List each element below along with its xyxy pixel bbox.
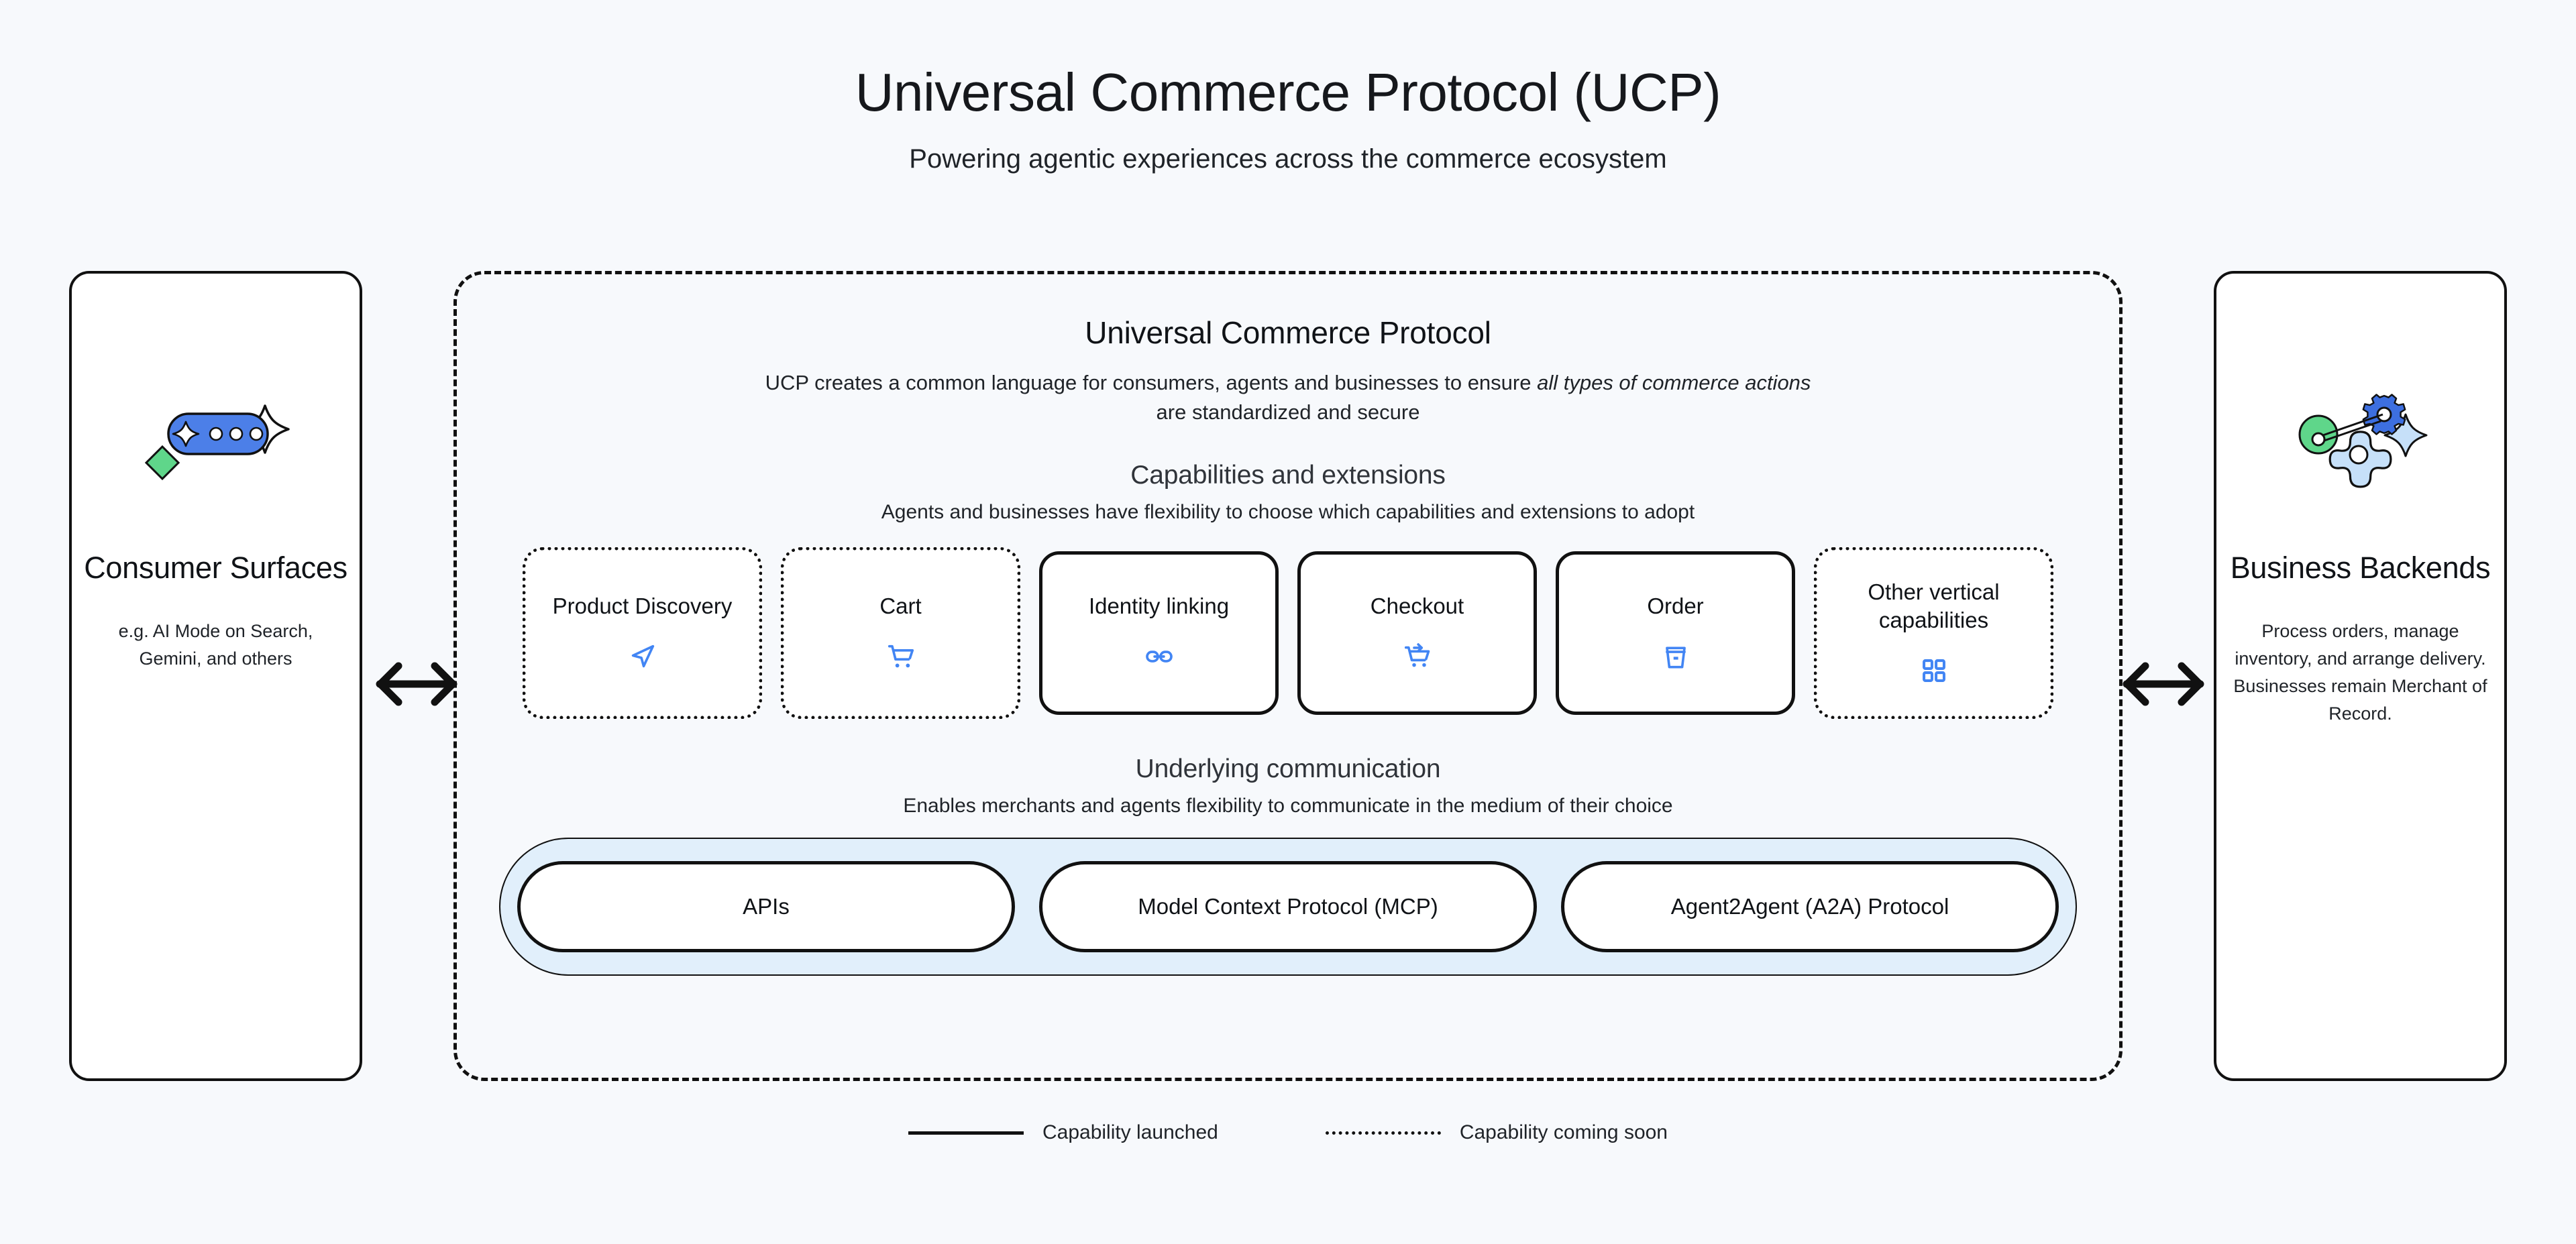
- communication-title: Underlying communication: [1135, 754, 1441, 784]
- capability-label: Checkout: [1370, 593, 1464, 618]
- navigation-send-icon: [627, 639, 658, 674]
- capability-label: Cart: [879, 593, 922, 618]
- receipt-order-icon: [1660, 639, 1691, 674]
- right-bidirectional-arrow-icon: [2120, 654, 2207, 714]
- capability-card-other-vertical[interactable]: Other vertical capabilities: [1814, 547, 2053, 720]
- ucp-title: Universal Commerce Protocol: [1085, 315, 1491, 350]
- communication-section-header: Underlying communication Enables merchan…: [457, 754, 2119, 817]
- business-backends-title: Business Backends: [2230, 551, 2491, 585]
- capabilities-section-header: Capabilities and extensions Agents and b…: [457, 461, 2119, 524]
- capability-cards-row: Product Discovery Cart: [457, 543, 2119, 724]
- ai-chat-sparkle-icon: [129, 373, 303, 507]
- shopping-cart-icon: [885, 639, 916, 674]
- capability-card-identity-linking[interactable]: Identity linking: [1039, 551, 1279, 716]
- capability-label: Order: [1647, 593, 1704, 618]
- capability-label: Product Discovery: [552, 593, 733, 618]
- ucp-header: Universal Commerce Protocol UCP creates …: [457, 274, 2119, 427]
- protocol-pill-a2a[interactable]: Agent2Agent (A2A) Protocol: [1561, 861, 2059, 953]
- ucp-main-panel: Universal Commerce Protocol UCP creates …: [453, 271, 2123, 1081]
- page-title: Universal Commerce Protocol (UCP): [855, 62, 1721, 122]
- business-backends-panel: Business Backends Process orders, manage…: [2214, 271, 2507, 1081]
- left-bidirectional-arrow-icon: [373, 654, 460, 714]
- gears-backend-icon: [2273, 373, 2448, 507]
- legend-solid-line-icon: [908, 1131, 1024, 1135]
- consumer-surfaces-title: Consumer Surfaces: [84, 551, 347, 585]
- protocol-pill-mcp[interactable]: Model Context Protocol (MCP): [1039, 861, 1537, 953]
- protocol-band: APIs Model Context Protocol (MCP) Agent2…: [499, 838, 2077, 976]
- consumer-surfaces-panel: Consumer Surfaces e.g. AI Mode on Search…: [69, 271, 362, 1081]
- page-subtitle: Powering agentic experiences across the …: [909, 144, 1667, 174]
- legend-item-launched: Capability launched: [908, 1121, 1218, 1144]
- capability-card-product-discovery[interactable]: Product Discovery: [523, 547, 762, 720]
- protocol-pill-apis[interactable]: APIs: [517, 861, 1015, 953]
- ucp-description-emphasis: all types of commerce actions: [1537, 371, 1811, 394]
- legend-item-coming-soon: Capability coming soon: [1325, 1121, 1668, 1144]
- capability-label: Identity linking: [1088, 593, 1230, 618]
- consumer-surfaces-description: e.g. AI Mode on Search, Gemini, and othe…: [118, 620, 313, 669]
- capabilities-title: Capabilities and extensions: [1130, 461, 1446, 490]
- cart-checkout-icon: [1402, 639, 1433, 674]
- legend-dotted-line-icon: [1325, 1131, 1441, 1135]
- link-chain-icon: [1144, 639, 1175, 674]
- page-header: Universal Commerce Protocol (UCP) Poweri…: [0, 64, 2576, 174]
- business-backends-description: Process orders, manage inventory, and ar…: [2233, 620, 2487, 724]
- legend: Capability launched Capability coming so…: [0, 1121, 2576, 1144]
- grid-four-squares-icon: [1919, 653, 1949, 688]
- capability-card-checkout[interactable]: Checkout: [1297, 551, 1537, 716]
- ucp-description: UCP creates a common language for consum…: [765, 368, 1811, 427]
- capability-card-cart[interactable]: Cart: [781, 547, 1020, 720]
- ucp-description-part2: are standardized and secure: [1156, 400, 1420, 425]
- capability-card-order[interactable]: Order: [1556, 551, 1795, 716]
- capability-label: Other vertical capabilities: [1868, 579, 2000, 633]
- capabilities-description: Agents and businesses have flexibility t…: [881, 501, 1695, 524]
- legend-label: Capability coming soon: [1459, 1121, 1668, 1143]
- ucp-description-part1: UCP creates a common language for consum…: [765, 371, 1538, 394]
- legend-label: Capability launched: [1042, 1121, 1218, 1143]
- communication-description: Enables merchants and agents flexibility…: [903, 795, 1673, 817]
